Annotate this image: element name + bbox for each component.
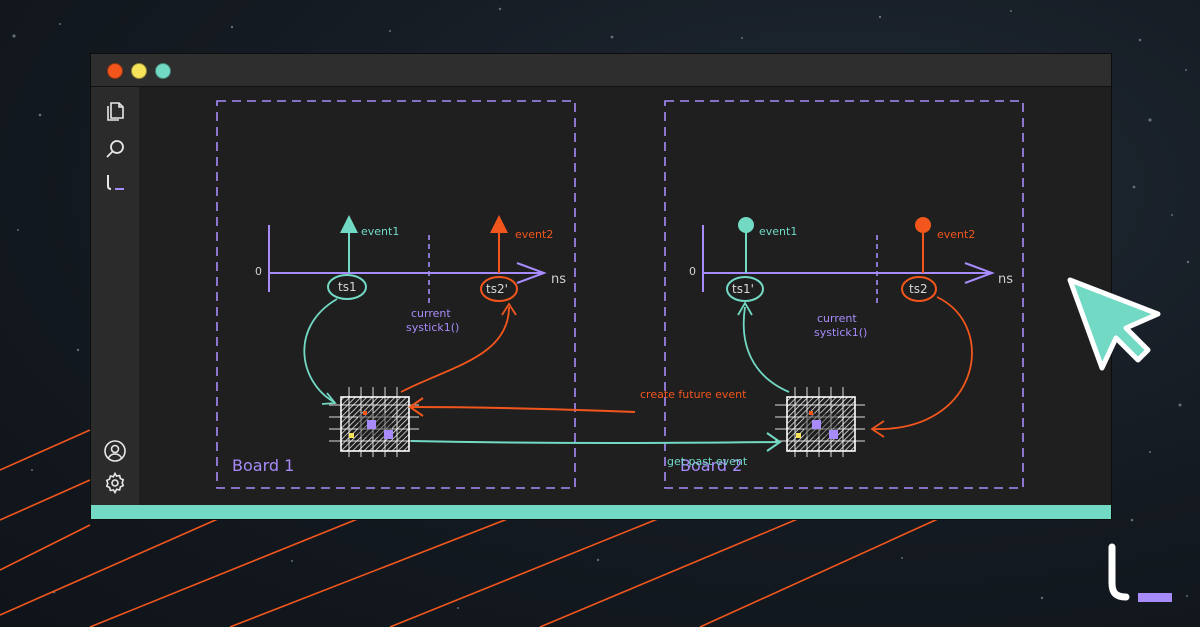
board1-frame: [216, 100, 576, 489]
board1-ts1-label: ts1: [338, 280, 357, 294]
activity-bar: [91, 87, 139, 505]
create-future-event-label: create future event: [640, 388, 747, 401]
board2-title: Board 2: [680, 456, 743, 475]
board1-ts2-label: ts2': [486, 282, 508, 296]
board1-chip: [329, 387, 419, 457]
app-window: 0 ns event1 event2 ts1 ts2' current syst…: [90, 53, 1112, 520]
board2-event1-label: event1: [759, 225, 798, 238]
create-future-event-arrow: [408, 397, 636, 417]
maximize-button[interactable]: [155, 63, 171, 79]
board1-event1-label: event1: [361, 225, 400, 238]
board2-ts2-label: ts2: [909, 282, 928, 296]
board1-event2-label: event2: [515, 228, 554, 241]
board2-event2-label: event2: [937, 228, 976, 241]
logo-icon[interactable]: [103, 171, 127, 195]
board2-systick-label: systick1(): [814, 326, 868, 339]
close-button[interactable]: [107, 63, 123, 79]
board1-origin-label: 0: [255, 265, 262, 278]
cursor-pointer-icon: [1067, 277, 1161, 371]
board2-unit-label: ns: [998, 272, 1014, 287]
title-bar: [91, 54, 1111, 87]
board1-timeline: [268, 215, 547, 405]
board1-current-label: current: [411, 307, 451, 320]
board2-timeline: [702, 217, 995, 438]
board2-origin-label: 0: [689, 265, 696, 278]
board2-chip: [775, 387, 865, 457]
account-icon[interactable]: [103, 439, 127, 463]
get-past-event-arrow: [410, 432, 782, 452]
settings-icon[interactable]: [103, 471, 127, 495]
files-icon[interactable]: [103, 99, 127, 123]
minimize-button[interactable]: [131, 63, 147, 79]
board1-unit-label: ns: [551, 272, 567, 287]
diagram-drawing: [216, 100, 1024, 489]
board1-title: Board 1: [232, 456, 295, 475]
board2-ts1-label: ts1': [732, 282, 754, 296]
brand-logo-icon: [1108, 543, 1172, 602]
board2-current-label: current: [817, 312, 857, 325]
diagram-canvas: 0 ns event1 event2 ts1 ts2' current syst…: [139, 87, 1111, 505]
get-past-event-label: get past event: [667, 455, 748, 468]
board1-systick-label: systick1(): [406, 321, 460, 334]
status-bar: [91, 505, 1111, 519]
board2-frame: [664, 100, 1024, 489]
search-icon[interactable]: [103, 137, 127, 161]
background-orange-lines: [0, 429, 941, 627]
